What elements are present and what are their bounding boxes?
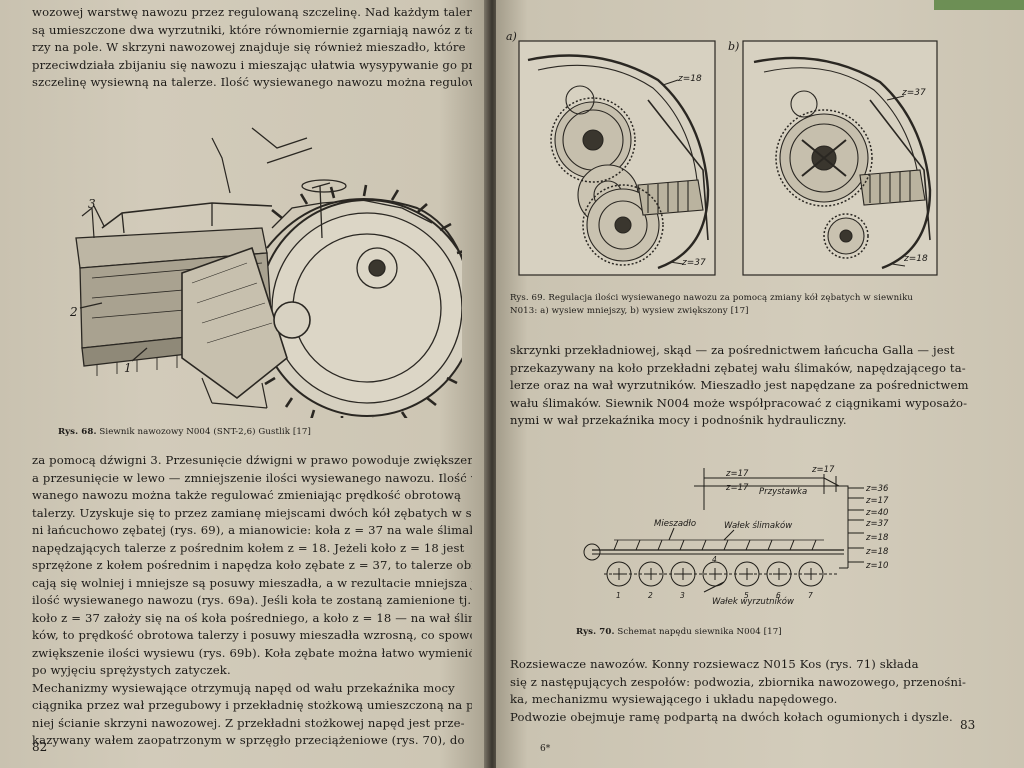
text-line: Podwozie obejmuje ramę podpartą na dwóch… — [510, 709, 953, 724]
text-line: kazywany wałem zaopatrzonym w sprzęgło p… — [32, 733, 465, 747]
text-line: Rozsiewacze nawozów. Konny rozsiewacz N0… — [510, 657, 919, 671]
left-bottom-paragraph: za pomocą dźwigni 3. Przesunięcie dźwign… — [32, 452, 472, 750]
figure-70-z18b: z=18 — [865, 547, 889, 557]
text-line: są umieszczone dwa wyrzutniki, które rów… — [32, 22, 472, 37]
text-line: ciągnika przez wał przegubowy i przekład… — [32, 698, 472, 712]
figure-70-disc-4: 4 — [712, 555, 717, 564]
figure-70-z17d: z=17 — [865, 496, 889, 506]
page-number-right: 83 — [960, 718, 976, 732]
text-line: przeciwdziała zbijaniu się nawozu i mies… — [32, 57, 472, 72]
text-line: sprzężone z kołem pośrednim i napędza ko… — [32, 558, 472, 572]
figure-70-walek-slimakow: Wałek ślimaków — [724, 520, 792, 531]
figure-69-caption: Rys. 69. Regulacja ilości wysiewanego na… — [510, 293, 914, 316]
text-line: napędzających talerze z pośrednim kołem … — [32, 540, 465, 555]
text-line: rzy na pole. W skrzyni nawozowej znajduj… — [32, 40, 466, 54]
figure-68-label-1: 1 — [124, 361, 132, 375]
text-line: koło z = 37 założy się na oś koła pośred… — [32, 610, 472, 625]
figure-69a-z37-label: z=37 — [682, 258, 706, 268]
text-line: skrzynki przekładniowej, skąd — za pośre… — [510, 343, 955, 357]
figure-70-przystawka: Przystawka — [759, 487, 807, 497]
figure-70-z37: z=37 — [865, 519, 889, 529]
text-line: nymi w wał przekaźnika mocy i podnośnik … — [510, 413, 847, 427]
text-line: wozowej warstwę nawozu przez regulowaną … — [32, 5, 472, 19]
figure-70-z17c: z=17 — [811, 465, 835, 475]
text-line: talerzy. Uzyskuje się to przez zamianę m… — [32, 505, 472, 520]
figure-70-disc-3: 3 — [680, 591, 685, 600]
figure-70-walek-wyrzutnikow: Wałek wyrzutników — [712, 596, 794, 607]
signature-mark: 6* — [540, 744, 551, 754]
figure-70-schematic: z=17 z=17 z=17 Przystawka Mieszadło Wałe… — [574, 458, 904, 618]
figure-70-disc-7: 7 — [808, 591, 813, 600]
text-line: się z następujących zespołów: podwozia, … — [510, 674, 967, 689]
text-line: szczelinę wysiewną na talerze. Ilość wys… — [32, 75, 472, 89]
right-middle-paragraph: skrzynki przekładniowej, skąd — za pośre… — [510, 342, 1004, 430]
figure-70-z10: z=10 — [865, 561, 888, 571]
figure-68-illustration: 3 2 1 — [62, 108, 462, 418]
text-line: wanego nawozu można także regulować zmie… — [32, 488, 462, 502]
figure-69a-illustration: z=18 z=37 — [518, 40, 716, 276]
figure-70-z40: z=40 — [865, 508, 888, 518]
figure-68-label-3: 3 — [88, 197, 96, 211]
figure-70-z17a: z=17 — [725, 469, 749, 479]
figure-69-panel-b-label: b) — [728, 40, 740, 53]
text-line: wału ślimaków. Siewnik N004 może współpr… — [510, 395, 968, 410]
figure-70-disc-6: 6 — [776, 591, 781, 600]
text-line: Mechanizmy wysiewające otrzymują napęd o… — [32, 680, 455, 695]
text-line: ni łańcuchowo zębatej (rys. 69), a miano… — [32, 523, 472, 537]
text-line: zwiększenie ilości wysiewu (rys. 69b). K… — [32, 645, 472, 660]
figure-70-z18: z=18 — [865, 533, 889, 543]
text-line: lerze oraz na wał wyrzutników. Mieszadło… — [510, 378, 969, 392]
figure-70-z17b: z=17 — [725, 483, 749, 493]
left-top-paragraph: wozowej warstwę nawozu przez regulowaną … — [32, 4, 472, 92]
text-line: ka, mechanizmu wysiewającego i układu na… — [510, 692, 838, 706]
figure-69b-illustration: z=37 z=18 — [742, 40, 938, 276]
text-line: a przesunięcie w lewo — zmniejszenie ilo… — [32, 470, 472, 485]
text-line: ilość wysiewanego nawozu (rys. 69a). Jeś… — [32, 593, 472, 607]
figure-70-z36: z=36 — [865, 484, 889, 494]
figure-70-disc-5: 5 — [744, 591, 749, 600]
figure-68-caption: Rys. 68. Siewnik nawozowy N004 (SNT-2,6)… — [58, 427, 311, 437]
text-line: po wyjęciu sprężystych zatyczek. — [32, 663, 231, 677]
text-line: za pomocą dźwigni 3. Przesunięcie dźwign… — [32, 453, 472, 467]
figure-69-panel-a-label: a) — [506, 30, 517, 43]
figure-70-disc-1: 1 — [616, 591, 621, 600]
figure-69b-z18-label: z=18 — [904, 254, 928, 264]
figure-70-disc-2: 2 — [648, 591, 653, 600]
figure-70-caption: Rys. 70. Schemat napędu siewnika N004 [1… — [576, 627, 782, 637]
figure-68-label-2: 2 — [69, 305, 78, 319]
figure-69a-z18-label: z=18 — [678, 74, 702, 84]
text-line: ków, to prędkość obrotowa talerzy i posu… — [32, 628, 472, 642]
right-page: z=18 z=37 a) — [496, 0, 1024, 768]
cover-edge — [934, 0, 1024, 10]
text-line: cają się wolniej i mniejsze są posuwy mi… — [32, 575, 472, 590]
page-number-left: 82 — [32, 740, 48, 754]
text-line: przekazywany na koło przekładni zębatej … — [510, 360, 966, 375]
left-page: wozowej warstwę nawozu przez regulowaną … — [0, 0, 488, 768]
figure-70-mieszadlo: Mieszadło — [654, 519, 696, 529]
figure-69b-z37-label: z=37 — [902, 88, 926, 98]
text-line: niej ścianie skrzyni nawozowej. Z przekł… — [32, 715, 465, 730]
right-bottom-paragraph: Rozsiewacze nawozów. Konny rozsiewacz N0… — [510, 656, 1004, 726]
